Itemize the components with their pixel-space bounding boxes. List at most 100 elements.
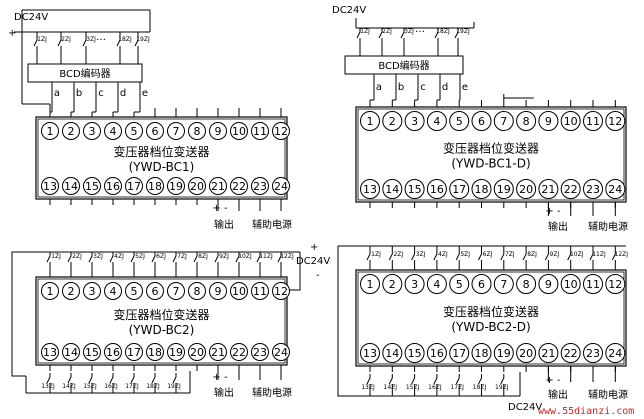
encoder-output: d [120, 88, 126, 99]
terminal-pin [251, 122, 269, 140]
relay-contact [235, 252, 240, 268]
relay-contact [172, 373, 177, 389]
terminal-pin [404, 274, 425, 294]
pin-number: 2 [68, 125, 75, 138]
pin-number: 17 [127, 180, 141, 193]
pin-number: 3 [89, 285, 96, 298]
pin-number: 13 [363, 347, 377, 360]
pin-number: 6 [152, 285, 159, 298]
output-label: 输出 [548, 220, 568, 233]
contact-label: 6ZJ [483, 251, 493, 258]
relay-contact [57, 36, 62, 52]
pin-number: 5 [131, 125, 138, 138]
pin-number: 10 [232, 125, 246, 138]
terminal-pin [426, 111, 447, 131]
pin-number: 14 [64, 346, 78, 359]
aux-power-label: 辅助电源 [588, 388, 628, 401]
component-shapes [27, 55, 627, 367]
terminal-pin [41, 282, 59, 300]
relay-contact [130, 252, 135, 268]
supply-wrap [11, 251, 36, 377]
encoder-output: e [142, 88, 148, 99]
contact-label: 7ZJ [505, 251, 515, 258]
contact-label: 14ZJ [384, 384, 398, 391]
pin-number: 6 [478, 278, 485, 291]
terminal-pin [230, 282, 248, 300]
relay-contact [411, 250, 416, 266]
pin-number: 18 [475, 183, 489, 196]
terminal-pin [62, 122, 80, 140]
pin-number: 18 [475, 347, 489, 360]
contact-label: 18ZJ [436, 28, 450, 35]
contact-label: 13ZJ [361, 384, 375, 391]
terminal-pin [83, 343, 101, 361]
relay-contact [88, 373, 93, 389]
pin-number: 8 [523, 278, 530, 291]
contact-label: 12ZJ [615, 251, 629, 258]
terminal-pin [167, 282, 185, 300]
pin-number: 21 [211, 180, 225, 193]
supply-label: DC24V [14, 12, 48, 23]
relay-contact [433, 250, 438, 266]
bcd-encoder [344, 55, 464, 75]
terminal-pin [230, 177, 248, 195]
relay-contact [33, 36, 38, 52]
relay-contact [388, 374, 393, 390]
relay-contact [109, 252, 114, 268]
contact-label: 11ZJ [592, 251, 606, 258]
pin-number: 3 [411, 115, 418, 128]
terminal-pin [360, 111, 380, 131]
terminal-pin [251, 282, 269, 300]
pin-number: 16 [106, 346, 120, 359]
pin-number: 5 [131, 285, 138, 298]
pin-number: 9 [545, 115, 552, 128]
pin-number: 17 [452, 183, 466, 196]
relay-contact [567, 250, 572, 266]
terminal-pin [583, 179, 603, 199]
pin-number: 4 [433, 278, 440, 291]
contact-label: 5ZJ [135, 253, 145, 260]
pin-number: 19 [497, 347, 511, 360]
relay-contact [116, 36, 121, 52]
terminal-pin [104, 122, 122, 140]
terminal-pin [426, 343, 447, 363]
relay-contact [46, 373, 51, 389]
terminal-pin [209, 177, 227, 195]
terminal-pin [41, 177, 59, 195]
terminal-pin [104, 282, 122, 300]
terminal-pin [104, 343, 122, 361]
output-label: 输出 [214, 386, 234, 399]
pin-number: 13 [43, 180, 57, 193]
pin-number: 8 [194, 125, 201, 138]
terminal-pin [251, 343, 269, 361]
relay-contact [109, 373, 114, 389]
model-name: (YWD-BC1) [129, 160, 195, 174]
contact-label: 4ZJ [438, 251, 448, 258]
terminal-pin [272, 122, 290, 140]
contact-label: 2ZJ [382, 28, 392, 35]
device-name: 变压器档位变送器 [443, 304, 539, 319]
terminal-pin [251, 177, 269, 195]
text-labels: 113214315416517618719820921102211231224变… [8, 5, 628, 413]
pin-number: 23 [586, 183, 600, 196]
terminal-pin [449, 111, 470, 131]
contact-label: 3ZJ [416, 251, 426, 258]
contact-label: 1ZJ [371, 251, 381, 258]
terminal-pin [583, 343, 603, 363]
aux-power-label: 辅助电源 [252, 218, 292, 231]
pin-number: 11 [586, 278, 600, 291]
relay-contact [151, 373, 156, 389]
terminal-pin [516, 274, 537, 294]
terminal-pin [188, 282, 206, 300]
encoder-output: d [442, 82, 448, 93]
contact-label: 18ZJ [118, 36, 132, 43]
ellipsis: … [415, 24, 425, 35]
pin-number: 24 [274, 180, 288, 193]
pin-number: 6 [152, 125, 159, 138]
pin-number: 15 [408, 347, 422, 360]
pin-number: 16 [430, 347, 444, 360]
contact-label: 13ZJ [41, 383, 55, 390]
relay-contact [172, 252, 177, 268]
pin-number: 5 [456, 278, 463, 291]
